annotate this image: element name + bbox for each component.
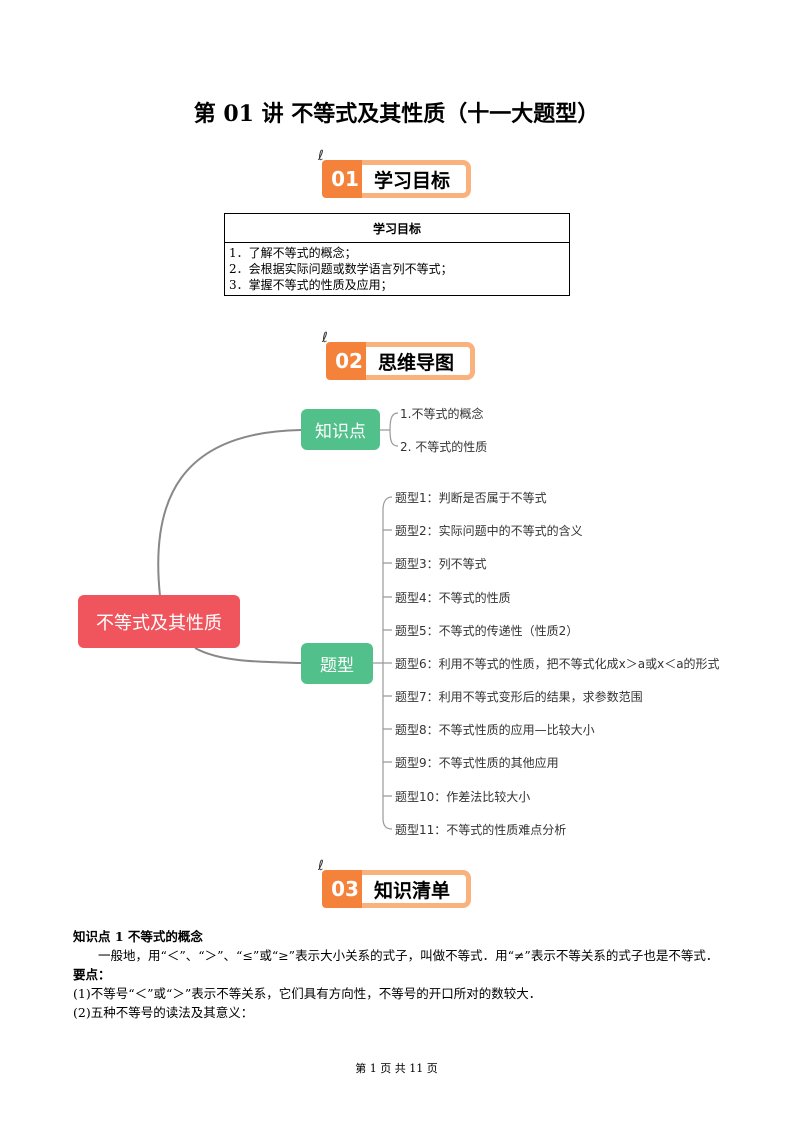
curl-icon: ℓ — [318, 858, 324, 874]
types-bracket — [373, 496, 393, 830]
section-number: 03 — [322, 870, 368, 908]
mindmap-leaf: 题型6：利用不等式的性质，把不等式化成x＞a或x＜a的形式 — [395, 657, 720, 671]
goal-item: 3．掌握不等式的性质及应用； — [229, 278, 393, 292]
goal-item: 1．了解不等式的概念； — [229, 246, 357, 260]
key-point: (2)五种不等号的读法及其意义： — [73, 1005, 254, 1020]
goals-table: 学习目标 1．了解不等式的概念； 2．会根据实际问题或数学语言列不等式； 3．掌… — [224, 213, 570, 296]
curl-icon: ℓ — [322, 330, 328, 346]
mindmap-leaf: 题型1：判断是否属于不等式 — [395, 491, 547, 505]
section-badge-03: ℓ 03 知识清单 — [318, 858, 472, 908]
mindmap-leaf: 题型7：利用不等式变形后的结果，求参数范围 — [395, 690, 643, 704]
mindmap-leaf: 题型4：不等式的性质 — [395, 591, 511, 605]
mindmap-leaf: 题型10：作差法比较大小 — [395, 790, 531, 804]
curl-icon: ℓ — [318, 148, 324, 164]
mindmap-leaf: 题型5：不等式的传递性（性质2） — [395, 624, 579, 638]
section-number: 01 — [322, 160, 368, 198]
section-label: 思维导图 — [366, 342, 476, 380]
mindmap-leaf: 题型8：不等式性质的应用—比较大小 — [395, 723, 595, 737]
page-footer: 第 1 页 共 11 页 — [355, 1062, 438, 1075]
mindmap-leaf: 1.不等式的概念 — [400, 407, 484, 421]
section-number: 02 — [326, 342, 372, 380]
mindmap-branch-types: 题型 — [301, 643, 373, 684]
key-point: (1)不等号“＜”或“＞”表示不等关系，它们具有方向性，不等号的开口所对的数较大… — [73, 986, 542, 1001]
section-label: 知识清单 — [362, 870, 472, 908]
mindmap-leaf: 2. 不等式的性质 — [400, 440, 488, 454]
goal-item: 2．会根据实际问题或数学语言列不等式； — [229, 262, 453, 276]
section-badge-01: ℓ 01 学习目标 — [318, 148, 472, 198]
mindmap-leaf: 题型2：实际问题中的不等式的含义 — [395, 524, 583, 538]
connector-root-types — [194, 647, 302, 664]
mindmap-branch-knowledge: 知识点 — [301, 409, 380, 450]
key-points-label: 要点： — [73, 967, 111, 982]
goals-list: 1．了解不等式的概念； 2．会根据实际问题或数学语言列不等式； 3．掌握不等式的… — [224, 242, 570, 296]
section-badge-02: ℓ 02 思维导图 — [322, 330, 476, 380]
knowledge-section: 知识点 1 不等式的概念 一般地，用“＜”、“＞”、“≤”或“≥”表示大小关系的… — [73, 927, 763, 1022]
knowledge-heading: 知识点 1 不等式的概念 — [73, 929, 203, 944]
page-title: 第 01 讲 不等式及其性质（十一大题型） — [193, 101, 600, 127]
connector-root-knowledge — [157, 429, 302, 597]
mindmap-leaf: 题型11：不等式的性质难点分析 — [395, 823, 567, 837]
section-label: 学习目标 — [362, 160, 472, 198]
mindmap-leaf: 题型3：列不等式 — [395, 557, 487, 571]
knowledge-paragraph: 一般地，用“＜”、“＞”、“≤”或“≥”表示大小关系的式子，叫做不等式．用“≠”… — [98, 948, 719, 963]
goals-header: 学习目标 — [224, 213, 570, 243]
mindmap-leaf: 题型9：不等式性质的其他应用 — [395, 756, 559, 770]
mindmap-root: 不等式及其性质 — [78, 595, 240, 648]
knowledge-bracket — [380, 412, 399, 447]
